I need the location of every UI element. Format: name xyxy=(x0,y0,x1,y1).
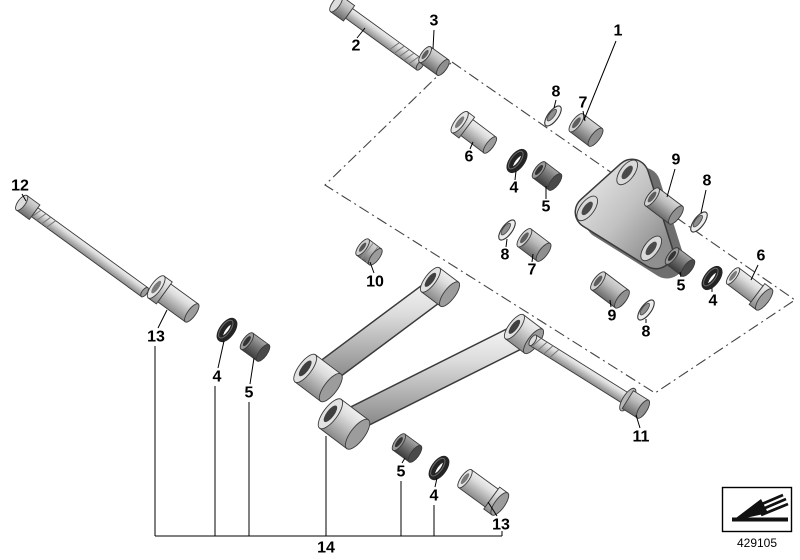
callout-4d: 4 xyxy=(430,488,439,505)
part-bushing-5a xyxy=(531,161,563,191)
part-bushing-5c xyxy=(664,247,696,277)
part-bush-9b xyxy=(590,271,630,309)
callout-4c: 4 xyxy=(213,369,222,386)
callout-13a: 13 xyxy=(147,329,165,346)
callout-12: 12 xyxy=(11,178,29,195)
part-bushing-3 xyxy=(418,46,450,76)
part-bush-7a xyxy=(568,113,604,147)
callout-7a: 7 xyxy=(579,95,588,112)
callout-8a: 8 xyxy=(552,84,561,101)
part-oring-4d xyxy=(428,455,450,481)
part-washer-8a xyxy=(544,105,562,127)
callout-5a: 5 xyxy=(542,199,551,216)
callout-4b: 4 xyxy=(709,293,718,310)
callout-7b: 7 xyxy=(528,262,537,279)
part-sleeve-13a xyxy=(146,275,200,323)
callout-6a: 6 xyxy=(465,149,474,166)
part-bolt-2 xyxy=(329,0,425,71)
callout-5d: 5 xyxy=(245,385,254,402)
callout-13b: 13 xyxy=(492,517,510,534)
part-sleeve-6a xyxy=(450,110,498,154)
callout-11: 11 xyxy=(633,429,650,446)
part-washer-8b xyxy=(690,211,708,233)
part-bushing-5e xyxy=(391,433,423,463)
part-strut-front xyxy=(317,313,545,450)
part-sleeve-13b xyxy=(457,469,510,516)
part-oring-4c xyxy=(216,317,238,343)
callout-6b: 6 xyxy=(757,248,766,265)
callout-8c: 8 xyxy=(501,247,510,264)
part-strut-rear xyxy=(293,266,461,403)
assembly-frame-outline xyxy=(324,61,796,394)
part-washer-8d xyxy=(637,299,655,321)
part-oring-4a xyxy=(506,148,528,174)
callout-1: 1 xyxy=(614,23,623,40)
change-arrow-icon xyxy=(732,493,789,522)
part-rocker-arm-1 xyxy=(574,158,685,279)
leader-lines xyxy=(21,27,759,517)
callout-3: 3 xyxy=(430,13,439,30)
callout-2: 2 xyxy=(352,38,361,55)
callout-9a: 9 xyxy=(672,152,681,169)
callout-10: 10 xyxy=(366,274,384,291)
part-washer-8c xyxy=(498,219,516,241)
callout-9b: 9 xyxy=(608,308,617,325)
part-bush-7b xyxy=(516,228,552,262)
group-bracket-14 xyxy=(154,346,503,537)
callout-4a: 4 xyxy=(510,180,519,197)
part-nut-10 xyxy=(355,238,383,266)
callout-8b: 8 xyxy=(703,173,712,190)
part-bush-9a xyxy=(644,187,684,225)
callout-14: 14 xyxy=(317,540,335,557)
callout-5c: 5 xyxy=(677,278,686,295)
part-bolt-11 xyxy=(528,334,651,419)
part-bushing-5d xyxy=(239,332,271,362)
diagram-number: 429105 xyxy=(737,536,777,550)
part-sleeve-6b xyxy=(725,267,774,311)
callout-8d: 8 xyxy=(642,324,651,341)
callout-5e: 5 xyxy=(397,464,406,481)
revision-stamp xyxy=(721,486,793,533)
part-oring-4b xyxy=(701,265,723,291)
part-bolt-12 xyxy=(15,194,149,298)
